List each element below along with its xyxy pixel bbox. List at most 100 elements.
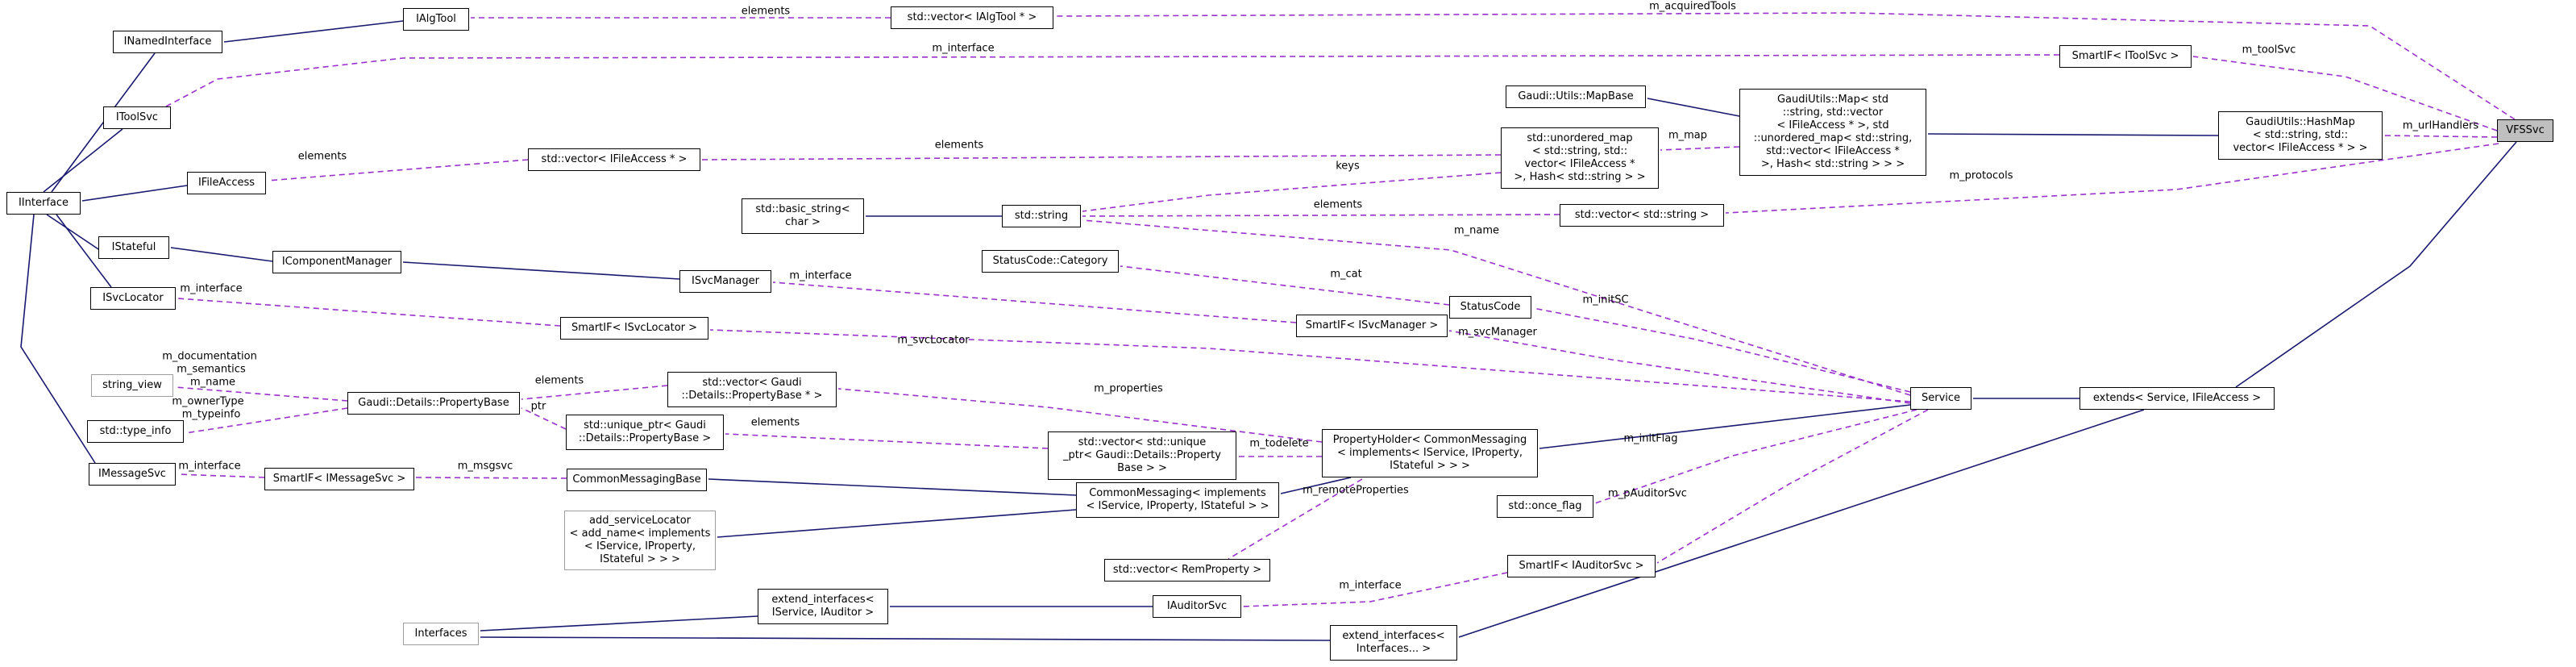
node-imessagesvc[interactable]: IMessageSvc — [89, 463, 176, 486]
node-statuscode-category-label: StatusCode::Category — [992, 255, 1108, 267]
node-vector-ifileaccess[interactable]: std::vector< IFileAccess * > — [528, 148, 700, 171]
node-ialgtool[interactable]: IAlgTool — [403, 8, 469, 31]
edge-label-m_interface-14: m_interface — [180, 282, 243, 295]
node-vfssvc[interactable]: VFSSvc — [2497, 119, 2553, 142]
node-vector-remproperty[interactable]: std::vector< RemProperty > — [1104, 559, 1270, 582]
node-gaudiutils-hashmap-label: GaudiUtils::HashMap — [2246, 116, 2355, 128]
node-gaudiutils-map-label: GaudiUtils::Map< std — [1776, 94, 1889, 106]
node-vector-string[interactable]: std::vector< std::string > — [1560, 204, 1724, 227]
node-statuscode-label: StatusCode — [1460, 301, 1521, 313]
edge-vfssvc-to-gaudiutils-hashmap — [2383, 135, 2498, 138]
edge-gaudiutils-hashmap-to-gaudiutils-map — [1927, 133, 2219, 136]
node-commonmessaging-label: CommonMessaging< implements — [1089, 487, 1266, 499]
edge-label-m_interface-2: m_interface — [932, 42, 995, 55]
node-gaudiutils-hashmap[interactable]: GaudiUtils::HashMap< std::string, std::v… — [2218, 111, 2383, 160]
node-smartif-isvclocator[interactable]: SmartIF< ISvcLocator > — [560, 317, 708, 340]
edge-isvclocator-to-iinterface — [56, 214, 112, 288]
node-vector-string-label: std::vector< std::string > — [1574, 209, 1710, 221]
node-iinterface-label: IInterface — [18, 197, 69, 209]
node-statuscode[interactable]: StatusCode — [1449, 296, 1531, 319]
edge-propertyholder-to-commonmessaging — [1280, 477, 1352, 494]
edge-label-m_initFlag-28: m_initFlag — [1623, 432, 1678, 445]
node-istateful[interactable]: IStateful — [98, 236, 169, 259]
node-imessagesvc-label: IMessageSvc — [98, 468, 166, 480]
node-interfaces[interactable]: Interfaces — [403, 623, 479, 645]
node-inamedinterface[interactable]: INamedInterface — [113, 31, 222, 53]
node-vector-remproperty-label: std::vector< RemProperty > — [1112, 564, 1262, 576]
node-gaudi-utils-mapbase[interactable]: Gaudi::Utils::MapBase — [1506, 85, 1646, 108]
node-iauditorsvc-label: IAuditorSvc — [1166, 600, 1228, 612]
node-iauditorsvc[interactable]: IAuditorSvc — [1153, 595, 1241, 618]
node-isvcmanager-label: ISvcManager — [692, 275, 759, 287]
node-unordered-map[interactable]: std::unordered_map< std::string, std::ve… — [1501, 127, 1659, 189]
edge-label-m_acquiredTools-1: m_acquiredTools — [1649, 0, 1736, 13]
node-extend-interfaces-pack-label: extend_interfaces< — [1342, 630, 1445, 642]
edge-label-m_map-5: m_map — [1668, 129, 1708, 142]
node-icomponentmanager-label: IComponentManager — [281, 256, 393, 268]
node-vector-ialgtool[interactable]: std::vector< IAlgTool * > — [891, 6, 1053, 29]
edge-label-m_interface-30: m_interface — [178, 460, 241, 473]
node-iinterface[interactable]: IInterface — [6, 192, 81, 215]
edge-label-m_msgsvc-31: m_msgsvc — [457, 460, 513, 473]
node-vector-unique-ptr-label: Base > > — [1117, 462, 1167, 474]
edge-smartif-isvclocator-to-isvclocator — [177, 298, 561, 327]
edge-label-m_svcManager-16: m_svcManager — [1458, 326, 1537, 339]
node-gaudi-utils-mapbase-label: Gaudi::Utils::MapBase — [1518, 90, 1634, 102]
edge-vector-propertybase-to-propertybase — [521, 385, 668, 400]
edge-commonmessaging-to-add-servicelocator — [717, 509, 1077, 538]
node-vector-unique-ptr[interactable]: std::vector< std::unique_ptr< Gaudi::Det… — [1048, 431, 1236, 480]
edge-smartif-isvcmanager-to-isvcmanager — [772, 281, 1297, 323]
node-commonmessagingbase-label: CommonMessagingBase — [572, 473, 701, 486]
node-icomponentmanager[interactable]: IComponentManager — [272, 251, 401, 273]
edge-smartif-imessagesvc-to-imessagesvc — [177, 473, 265, 478]
node-isvclocator[interactable]: ISvcLocator — [90, 287, 176, 310]
node-isvcmanager[interactable]: ISvcManager — [679, 270, 771, 293]
node-commonmessagingbase[interactable]: CommonMessagingBase — [567, 469, 707, 491]
edge-label-m_svcLocator-15: m_svcLocator — [897, 334, 970, 347]
node-commonmessaging-label: < IService, IProperty, IStateful > > — [1086, 500, 1269, 512]
node-smartif-imessagesvc-label: SmartIF< IMessageSvc > — [272, 473, 406, 485]
edge-commonmessaging-to-commonmessagingbase — [708, 478, 1077, 496]
node-basic-string[interactable]: std::basic_string<char > — [742, 198, 864, 234]
node-extend-interfaces-iservice-iauditor-label: extend_interfaces< — [771, 594, 875, 606]
edge-label-m_typeinfo-22: m_typeinfo — [181, 408, 241, 421]
node-propertyholder[interactable]: PropertyHolder< CommonMessaging< impleme… — [1322, 429, 1538, 477]
node-isvclocator-label: ISvcLocator — [102, 292, 164, 304]
node-propertybase[interactable]: Gaudi::Details::PropertyBase — [347, 392, 520, 415]
node-smartif-isvcmanager[interactable]: SmartIF< ISvcManager > — [1296, 315, 1448, 337]
node-extend-interfaces-iservice-iauditor[interactable]: extend_interfaces<IService, IAuditor > — [758, 589, 888, 624]
node-smartif-itoolsvc[interactable]: SmartIF< IToolSvc > — [2059, 45, 2192, 68]
node-smartif-imessagesvc[interactable]: SmartIF< IMessageSvc > — [264, 468, 414, 490]
node-istateful-label: IStateful — [111, 241, 156, 253]
node-commonmessaging[interactable]: CommonMessaging< implements< IService, I… — [1076, 482, 1279, 518]
node-std-string[interactable]: std::string — [1002, 205, 1081, 227]
node-smartif-iauditorsvc-label: SmartIF< IAuditorSvc > — [1519, 560, 1644, 572]
node-inamedinterface-label: INamedInterface — [123, 35, 212, 48]
node-add-servicelocator[interactable]: add_serviceLocator< add_name< implements… — [564, 511, 716, 570]
edge-smartif-itoolsvc-to-itoolsvc — [165, 54, 2060, 107]
node-extend-interfaces-pack[interactable]: extend_interfaces<Interfaces... > — [1330, 625, 1457, 661]
edge-service-to-statuscode — [1532, 307, 1911, 393]
edge-extend-interfaces-iservice-iauditor-to-interfaces — [480, 615, 758, 632]
edge-unique-ptr-propertybase-to-propertybase — [521, 407, 567, 430]
edge-smartif-iauditorsvc-to-iauditorsvc — [1242, 572, 1508, 607]
node-statuscode-category[interactable]: StatusCode::Category — [982, 250, 1119, 273]
node-ifileaccess[interactable]: IFileAccess — [187, 172, 266, 194]
node-add-servicelocator-label: < IService, IProperty, — [584, 540, 696, 552]
node-type-info[interactable]: std::type_info — [87, 420, 184, 443]
node-itoolsvc[interactable]: IToolSvc — [103, 106, 171, 129]
node-once-flag[interactable]: std::once_flag — [1497, 495, 1593, 518]
node-service[interactable]: Service — [1910, 387, 1971, 410]
edge-vfssvc-to-extends-service-ifileaccess — [2235, 141, 2517, 388]
edge-service-to-std-string — [1082, 219, 1911, 396]
node-smartif-iauditorsvc[interactable]: SmartIF< IAuditorSvc > — [1507, 555, 1656, 577]
edge-imessagesvc-to-iinterface — [20, 214, 96, 464]
edge-label-m_urlHandlers-4: m_urlHandlers — [2402, 119, 2479, 132]
node-string-view[interactable]: string_view — [91, 374, 173, 397]
node-extends-service-ifileaccess[interactable]: extends< Service, IFileAccess > — [2079, 387, 2275, 410]
node-vector-propertybase[interactable]: std::vector< Gaudi::Details::PropertyBas… — [667, 372, 837, 407]
node-gaudiutils-map[interactable]: GaudiUtils::Map< std::string, std::vecto… — [1739, 89, 1926, 176]
node-unique-ptr-propertybase[interactable]: std::unique_ptr< Gaudi::Details::Propert… — [566, 415, 724, 450]
node-add-servicelocator-label: IStateful > > > — [600, 553, 680, 565]
